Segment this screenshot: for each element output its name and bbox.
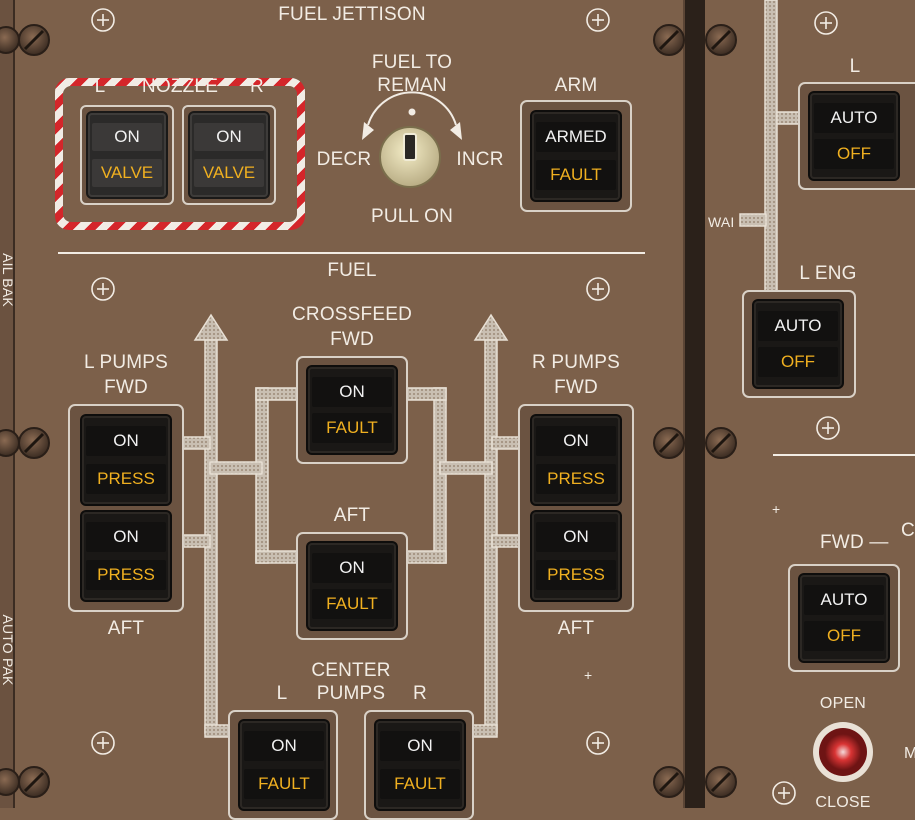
crossfeed-fwd-switch[interactable]: ON FAULT [296, 356, 408, 464]
l-pumps-aft-label: AFT [107, 618, 145, 639]
svg-text:+: + [772, 501, 780, 517]
fwd-auto-light: AUTO [804, 585, 884, 615]
knob-title-1: FUEL TO [371, 52, 453, 73]
panel-divider [685, 0, 705, 808]
nozzle-right-on-light: ON [194, 123, 264, 151]
knob-title-2: REMAN [377, 75, 447, 96]
center-l-on-light: ON [244, 731, 324, 761]
center-l-pump-switch[interactable]: ON FAULT [228, 710, 338, 820]
l-eng-auto-light: AUTO [758, 311, 838, 341]
l-eng-switch[interactable]: AUTO OFF [742, 290, 856, 398]
right-l-switch[interactable]: AUTO OFF [798, 82, 915, 190]
knob-incr-label: INCR [456, 149, 504, 170]
l-pump-fwd-press-light: PRESS [86, 464, 166, 494]
nozzle-right-valve-light: VALVE [194, 159, 264, 187]
knob-pull-label: PULL ON [370, 206, 454, 227]
center-l-label: L [276, 683, 288, 704]
fuel-to-remain-knob[interactable] [362, 91, 462, 188]
r-pump-aft-switch[interactable]: ON PRESS [532, 512, 620, 600]
l-pump-fwd-on-light: ON [86, 426, 166, 456]
center-pumps-label: PUMPS [316, 683, 386, 704]
l-pumps-panel: ON PRESS ON PRESS [68, 404, 184, 612]
knob-decr-label: DECR [316, 149, 372, 170]
center-r-on-light: ON [380, 731, 460, 761]
nozzle-r-label: R [250, 76, 264, 97]
center-pumps-title: CENTER [311, 660, 391, 681]
l-pumps-title: L PUMPS [83, 352, 169, 373]
edge-fragment-top: AIL BAK [0, 253, 16, 307]
l-eng-title: L ENG [799, 263, 857, 284]
crossfeed-fwd-label: FWD [330, 329, 374, 350]
close-label: CLOSE [815, 794, 871, 811]
arm-title: ARM [554, 75, 598, 96]
r-pumps-fwd-label: FWD [554, 377, 598, 398]
crossfeed-aft-fault-light: FAULT [312, 589, 392, 619]
arm-armed-light: ARMED [536, 122, 616, 152]
crossfeed-fwd-on-light: ON [312, 377, 392, 407]
wai-label: WAI [708, 214, 735, 230]
center-r-pump-switch[interactable]: ON FAULT [364, 710, 474, 820]
crossfeed-aft-switch[interactable]: ON FAULT [296, 532, 408, 640]
fwd-title-tail: C [901, 520, 915, 541]
nozzle-left-valve-light: VALVE [92, 159, 162, 187]
bleed-lines [739, 0, 808, 301]
nozzle-title: NOZZLE [141, 76, 219, 97]
crossfeed-aft-on-light: ON [312, 553, 392, 583]
l-pumps-fwd-label: FWD [104, 377, 148, 398]
arm-fault-light: FAULT [536, 160, 616, 190]
center-l-fault-light: FAULT [244, 769, 324, 799]
svg-text:+: + [584, 667, 592, 683]
r-pumps-aft-label: AFT [557, 618, 595, 639]
nozzle-left-switch[interactable]: ON VALVE [80, 105, 174, 205]
open-label: OPEN [819, 695, 867, 712]
r-pump-aft-on-light: ON [536, 522, 616, 552]
center-r-label: R [413, 683, 427, 704]
nozzle-left-on-light: ON [92, 123, 162, 151]
r-pump-fwd-switch[interactable]: ON PRESS [532, 416, 620, 504]
r-pump-fwd-on-light: ON [536, 426, 616, 456]
crossfeed-title: CROSSFEED [291, 304, 413, 325]
outflow-valve-indicator [813, 722, 873, 782]
l-pump-aft-switch[interactable]: ON PRESS [82, 512, 170, 600]
r-pump-fwd-press-light: PRESS [536, 464, 616, 494]
center-r-fault-light: FAULT [380, 769, 460, 799]
fwd-title: FWD — [820, 532, 889, 553]
slotted-screws [0, 24, 737, 798]
l-pump-fwd-switch[interactable]: ON PRESS [82, 416, 170, 504]
nozzle-right-switch[interactable]: ON VALVE [182, 105, 276, 205]
l-pump-aft-on-light: ON [86, 522, 166, 552]
cross-screws [91, 8, 840, 805]
fwd-switch[interactable]: AUTO OFF [788, 564, 900, 672]
r-pumps-title: R PUMPS [532, 352, 620, 373]
r-pump-aft-press-light: PRESS [536, 560, 616, 590]
right-l-off-light: OFF [814, 139, 894, 169]
edge-m-label: M [904, 745, 915, 762]
crossfeed-aft-label: AFT [333, 505, 371, 526]
fwd-off-light: OFF [804, 621, 884, 651]
l-eng-off-light: OFF [758, 347, 838, 377]
edge-fragment-bottom: AUTO PAK [0, 614, 16, 686]
r-pumps-panel: ON PRESS ON PRESS [518, 404, 634, 612]
arm-switch[interactable]: ARMED FAULT [520, 100, 632, 212]
left-edge-strip [0, 0, 14, 808]
fuel-title: FUEL [327, 260, 377, 281]
nozzle-l-label: L [94, 76, 106, 97]
l-pump-aft-press-light: PRESS [86, 560, 166, 590]
crossfeed-fwd-fault-light: FAULT [312, 413, 392, 443]
right-l-auto-light: AUTO [814, 103, 894, 133]
right-l-title: L [849, 56, 861, 77]
fuel-jettison-title: FUEL JETTISON [278, 4, 426, 25]
